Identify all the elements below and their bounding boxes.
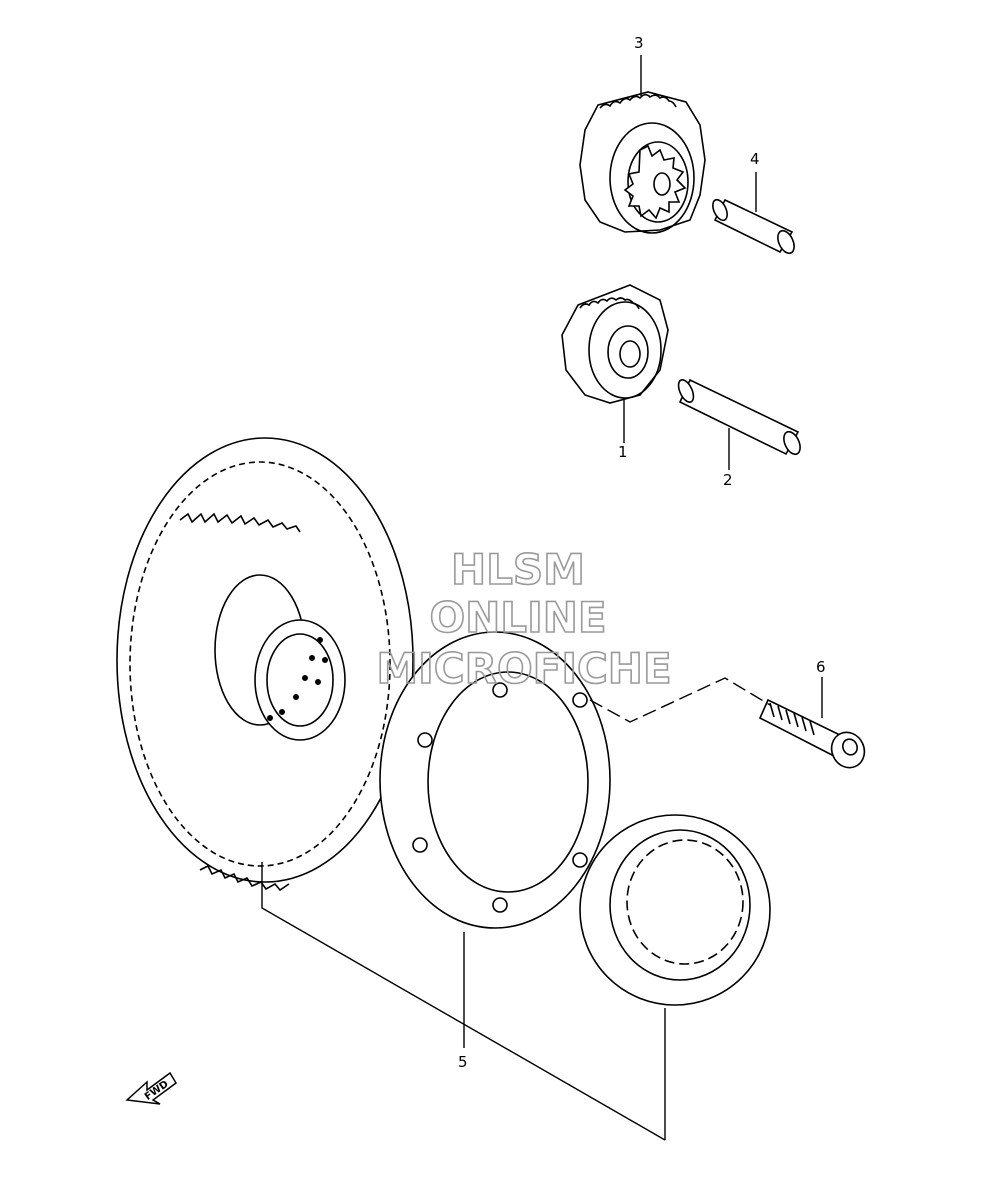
- callout-5: 5: [458, 1053, 468, 1071]
- callout-4: 4: [750, 150, 760, 168]
- starter-driven-gear: [116, 437, 414, 892]
- callout-6: 6: [816, 658, 826, 676]
- part-6-bolt: [758, 698, 866, 769]
- callout-2: 2: [723, 471, 733, 489]
- callout-1: 1: [618, 443, 628, 461]
- part-3-double-gear: [579, 91, 706, 234]
- part-2-pin: [677, 378, 801, 456]
- leader-lines: [261, 55, 823, 1141]
- part-1-idler-gear: [561, 284, 669, 404]
- part-4-pin: [712, 198, 795, 255]
- watermark-line3: MICROFICHE: [376, 644, 671, 693]
- clutch-bearing: [579, 814, 771, 1006]
- watermark-line2: ONLINE: [429, 593, 606, 642]
- callout-3: 3: [634, 34, 644, 52]
- leader-gear-to-bracket: [261, 862, 666, 1141]
- watermark-line1: HLSM: [451, 545, 585, 594]
- fwd-arrow-icon: FWD: [125, 1071, 177, 1105]
- watermark: HLSM ONLINE MICROFICHE: [376, 544, 673, 694]
- clutch-outer-ring: [379, 631, 611, 929]
- bolt-assembly-line: [589, 677, 771, 723]
